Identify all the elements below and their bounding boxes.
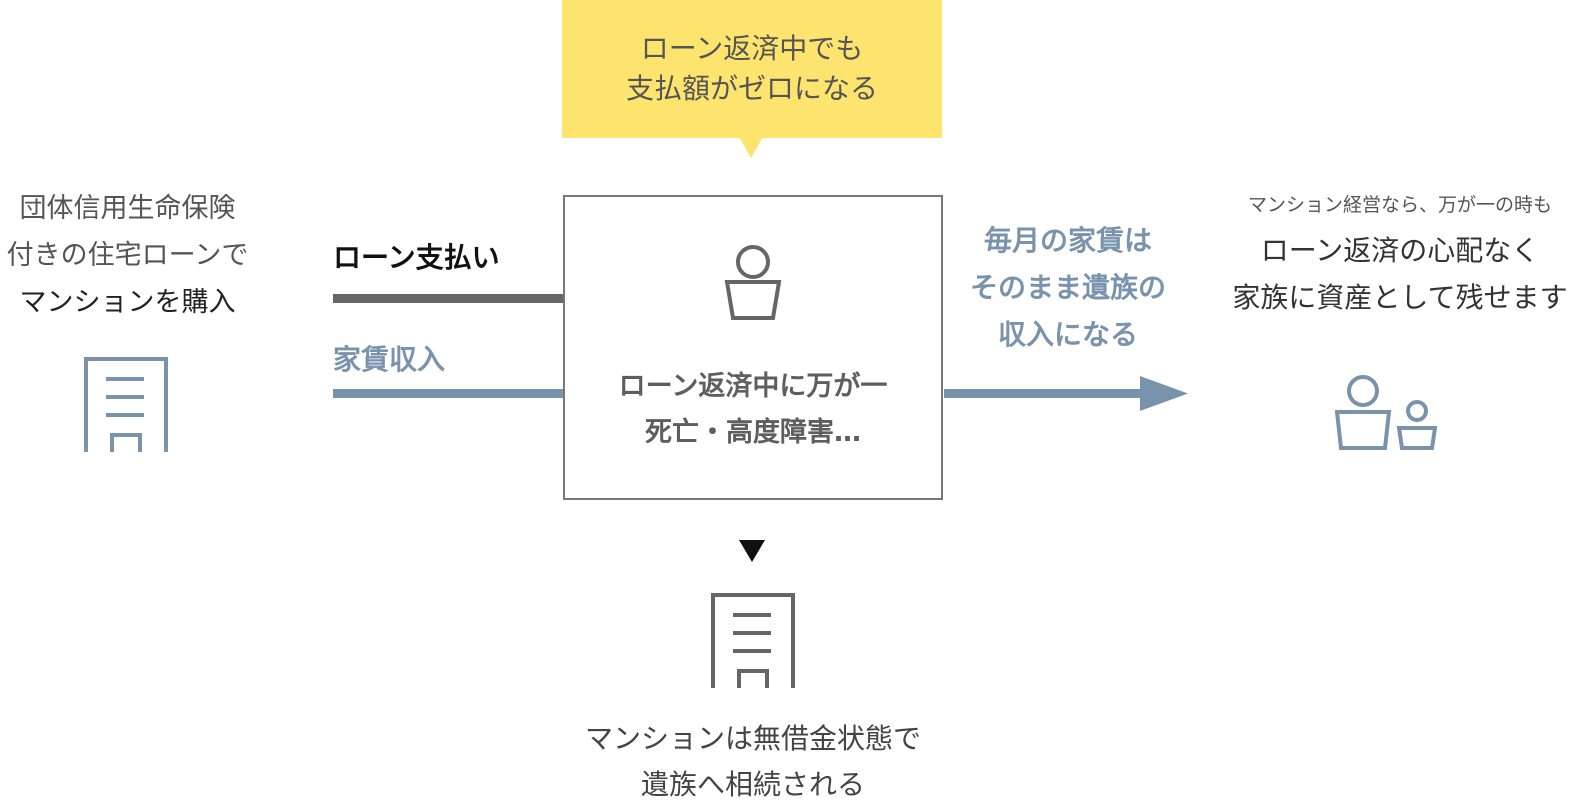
rent-flow-line3: 収入になる <box>997 318 1138 351</box>
rent-flow-label: 毎月の家賃は そのまま遺族の 収入になる <box>948 217 1188 358</box>
left-caption: 団体信用生命保険 付きの住宅ローンで マンションを購入 <box>0 185 255 326</box>
callout-tail <box>739 137 763 158</box>
loan-payment-label: ローン支払い <box>333 241 500 274</box>
person-icon <box>724 245 782 320</box>
rent-flow-line2: そのまま遺族の <box>969 271 1166 304</box>
left-caption-line2: 付きの住宅ローンで <box>6 240 249 271</box>
callout-line1: ローン返済中でも <box>640 32 864 65</box>
down-arrow-icon <box>739 540 765 562</box>
callout-line2: 支払額がゼロになる <box>625 72 878 105</box>
right-line2: 家族に資産として残せます <box>1232 281 1568 314</box>
building-icon <box>711 593 795 688</box>
rent-flow-line1: 毎月の家賃は <box>983 224 1152 257</box>
left-caption-line3: マンションを購入 <box>19 287 236 318</box>
loan-payment-line <box>333 294 563 303</box>
family-icon <box>1334 375 1438 450</box>
left-caption-line1: 団体信用生命保険 <box>19 193 236 224</box>
right-caption: ローン返済の心配なく 家族に資産として残せます <box>1215 227 1585 321</box>
right-subcaption: マンション経営なら、万が一の時も <box>1247 194 1552 216</box>
rent-income-label: 家賃収入 <box>333 343 446 376</box>
callout-box: ローン返済中でも 支払額がゼロになる <box>562 0 942 138</box>
right-line1: ローン返済の心配なく <box>1260 234 1540 267</box>
bottom-caption: マンションは無借金状態で 遺族へ相続される <box>553 716 953 808</box>
center-line2: 死亡・高度障害… <box>645 417 861 448</box>
bottom-line1: マンションは無借金状態で <box>584 722 921 755</box>
building-icon <box>84 357 168 452</box>
center-text: ローン返済中に万が一 死亡・高度障害… <box>563 364 943 456</box>
right-arrow-icon <box>944 376 1188 411</box>
rent-income-line <box>333 389 563 398</box>
bottom-line2: 遺族へ相続される <box>640 768 865 801</box>
center-line1: ローン返済中に万が一 <box>618 371 888 402</box>
